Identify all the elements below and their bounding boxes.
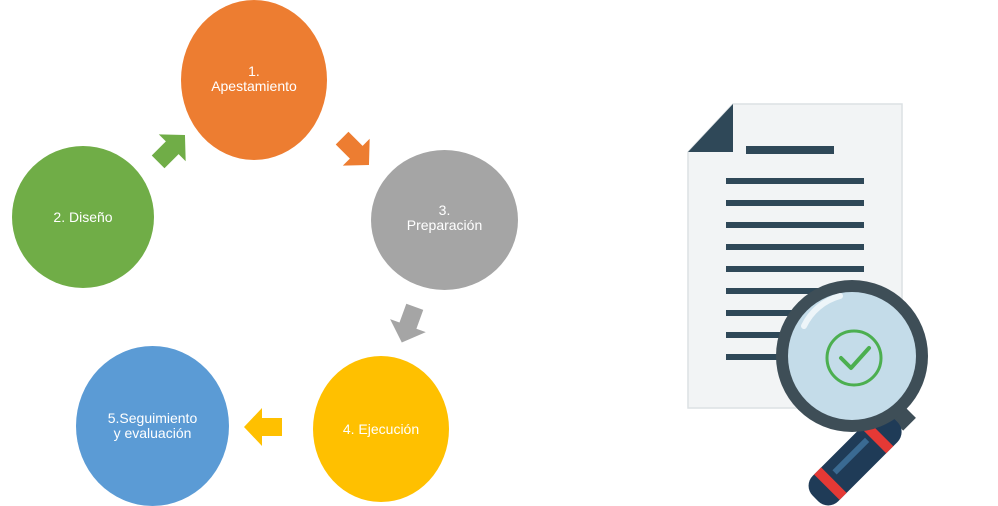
step-1-apestamiento: 1. Apestamiento [181,0,327,160]
step-2-diseno: 2. Diseño [12,146,154,288]
step-5-seguimiento: 5.Seguimiento y evaluación [76,346,229,506]
step-4-ejecucion: 4. Ejecución [313,356,449,502]
arrow-ejecucion-to-seguimiento [244,408,282,446]
step-3-label: 3. Preparación [406,202,483,233]
step-5-label: 5.Seguimiento y evaluación [107,410,198,441]
arrow-diseno-to-aprestamiento [151,134,186,169]
arrow-preparacion-to-ejecucion [390,303,426,343]
step-2-label: 2. Diseño [53,208,113,225]
step-4-label: 4. Ejecución [342,420,420,437]
magnifier-icon [776,280,928,506]
arrow-aprestamiento-to-preparacion [335,131,370,166]
step-3-preparacion: 3. Preparación [371,150,518,290]
check-icon [825,329,883,387]
step-1-label: 1. Apestamiento [211,63,297,94]
document-magnifier-check-icon [687,103,928,506]
